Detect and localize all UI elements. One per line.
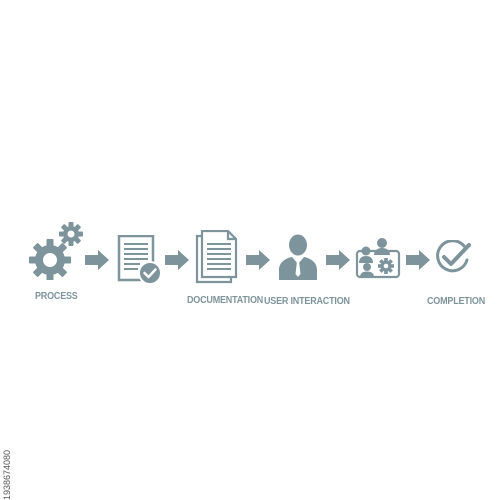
arrow-right-icon [326,250,350,270]
check-circle-icon [436,240,471,273]
arrow-right-icon [406,250,430,270]
stock-id-text: 1938674080 [2,449,12,500]
user-icon [279,234,317,280]
stock-id-watermark: 1938674080 [2,380,14,500]
step-label-process: PROCESS [35,290,78,302]
arrow-right-icon [165,250,189,270]
arrow-right-icon [85,250,109,270]
gears-icon [29,222,83,280]
step-label-completion: COMPLETION [427,295,485,307]
documents-stack-icon [195,230,238,284]
document-check-icon [117,235,162,285]
step-label-user-interaction: USER INTERACTION [264,295,350,307]
team-gear-icon [355,238,401,279]
step-label-documentation: DOCUMENTATION [187,294,264,306]
arrow-right-icon [246,250,270,270]
